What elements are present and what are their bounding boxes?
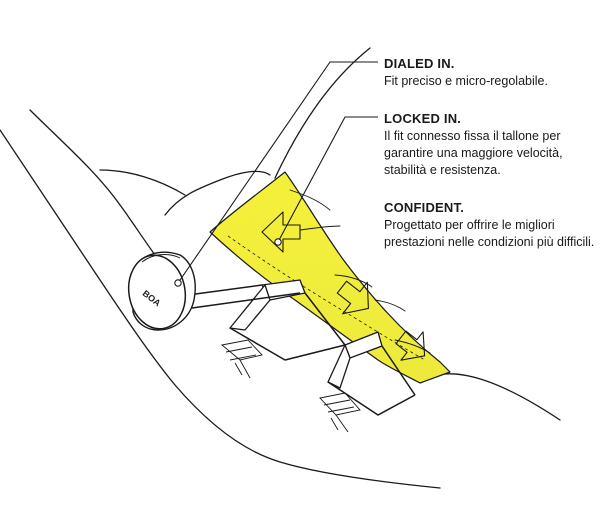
arrow-icon	[395, 330, 426, 361]
annotation-heading: CONFIDENT.	[384, 200, 464, 215]
annotation-locked-in: LOCKED IN. Il fit connesso fissa il tall…	[384, 111, 604, 179]
annotation-body: Progettato per offrire le migliori prest…	[384, 218, 595, 249]
callout-line-dialed	[177, 61, 378, 284]
annotation-heading: DIALED IN.	[384, 56, 455, 71]
lower-loops	[220, 339, 361, 433]
lace-guides	[229, 279, 383, 389]
arrow-icon	[261, 211, 301, 253]
lace-cable	[187, 284, 416, 416]
callout-line-locked	[277, 116, 378, 243]
arrow-icon	[336, 280, 369, 315]
callout-dot-dialed	[174, 279, 182, 287]
annotation-body: Il fit connesso fissa il tallone per gar…	[384, 129, 563, 177]
callout-dot-locked	[274, 238, 282, 246]
callout-lines	[174, 61, 378, 287]
annotation-confident: CONFIDENT. Progettato per offrire le mig…	[384, 200, 604, 251]
annotation-body: Fit preciso e micro-regolabile.	[384, 74, 548, 88]
boa-dial-icon: BOA	[127, 251, 196, 331]
annotation-dialed-in: DIALED IN. Fit preciso e micro-regolabil…	[384, 56, 604, 90]
annotation-heading: LOCKED IN.	[384, 111, 462, 126]
band-texture	[289, 189, 431, 354]
